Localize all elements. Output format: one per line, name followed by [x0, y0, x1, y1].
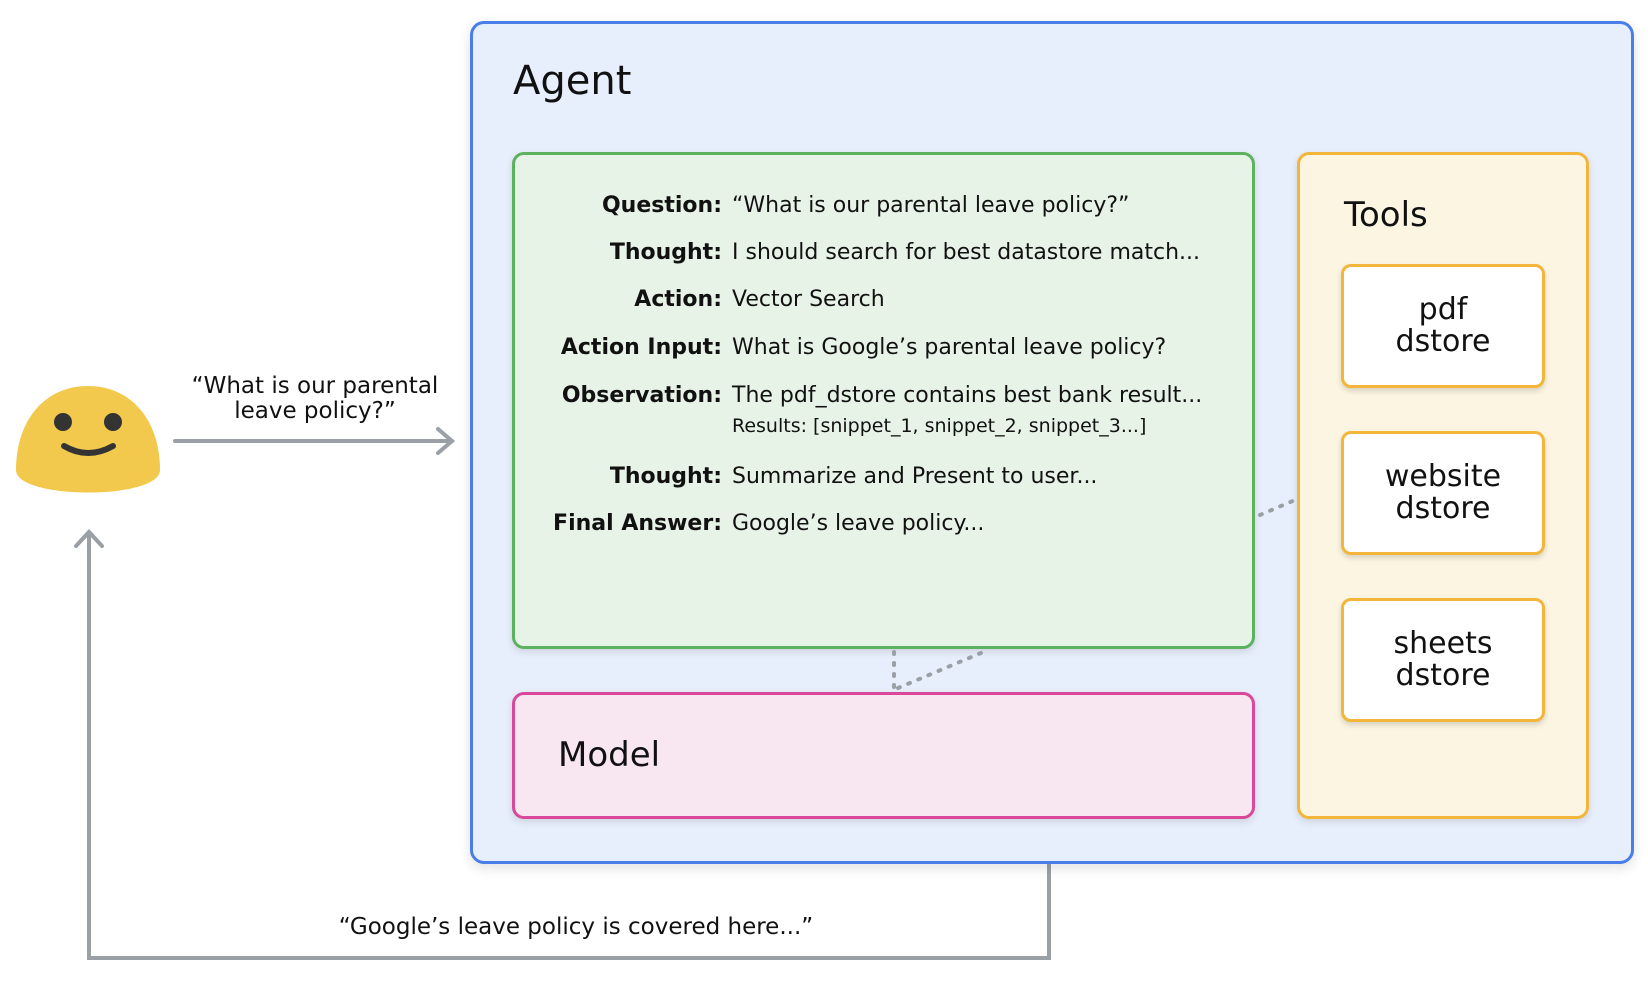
trace-value: “What is our parental leave policy?”	[732, 193, 1130, 218]
user-query-label: “What is our parental leave policy?”	[190, 374, 440, 424]
trace-value: I should search for best datastore match…	[732, 240, 1201, 265]
agent-title: Agent	[513, 58, 632, 104]
tool-pdf-dstore: pdf dstore	[1341, 264, 1545, 388]
trace-label: Thought:	[609, 464, 722, 489]
request-arrow	[173, 427, 456, 455]
trace-label: Action:	[634, 287, 722, 312]
response-label: “Google’s leave policy is covered here..…	[338, 914, 814, 940]
trace-label: Action Input:	[560, 335, 722, 360]
tool-sheets-dstore: sheets dstore	[1341, 598, 1545, 722]
trace-label: Question:	[601, 193, 722, 218]
user-query-line-1: “What is our parental	[191, 373, 439, 399]
trace-label: Observation:	[561, 383, 722, 408]
reasoning-trace-panel: Question: “What is our parental leave pol…	[512, 152, 1255, 649]
trace-value: Summarize and Present to user...	[732, 464, 1098, 489]
tools-title: Tools	[1344, 195, 1428, 235]
trace-value: What is Google’s parental leave policy?	[732, 335, 1167, 360]
trace-value: Google’s leave policy...	[732, 511, 985, 536]
trace-label: Final Answer:	[553, 511, 722, 536]
model-label: Model	[558, 735, 661, 775]
trace-value: The pdf_dstore contains best bank result…	[732, 383, 1203, 408]
trace-detail: Results: [snippet_1, snippet_2, snippet_…	[732, 415, 1147, 437]
trace-label: Thought:	[609, 240, 722, 265]
user-query-line-2: leave policy?”	[234, 398, 396, 424]
tool-website-dstore: website dstore	[1341, 431, 1545, 555]
trace-value: Vector Search	[732, 287, 885, 312]
model-box: Model	[512, 692, 1255, 819]
tools-panel: Tools pdf dstore website dstore sheets d…	[1297, 152, 1589, 819]
response-arrow	[74, 529, 1051, 960]
